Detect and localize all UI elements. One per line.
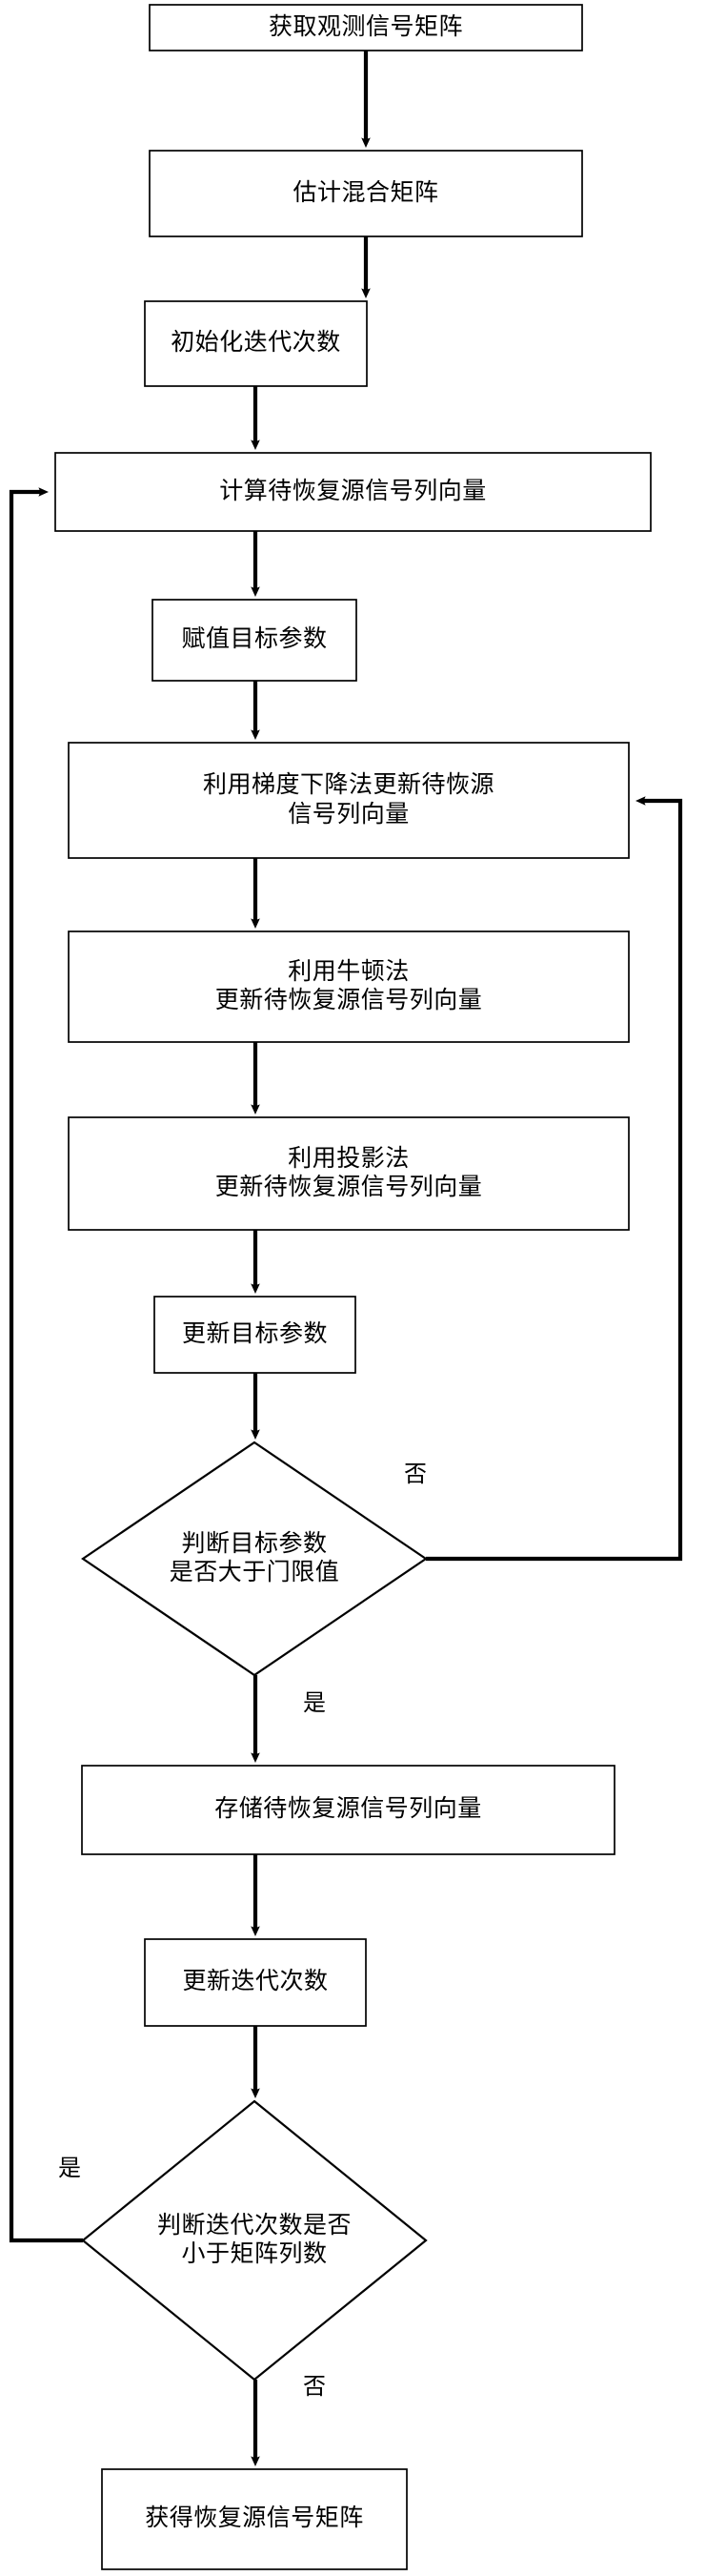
node-shape-n7: [68, 930, 630, 1043]
node-shape-n6: [68, 742, 630, 859]
node-shape-n12: [101, 2468, 408, 2570]
node-shape-n9: [153, 1296, 356, 1374]
connectors: [9, 51, 683, 2467]
node-shape-n3: [144, 300, 368, 387]
node-shape-n10: [81, 1765, 615, 1855]
node-shape-n1: [149, 4, 583, 51]
edge-label-yes-iteration: 是: [58, 2157, 81, 2181]
edge-d1-n6-no: [426, 796, 683, 1562]
node-shape-d2: [81, 2099, 428, 2382]
node-shape-n2: [149, 150, 583, 237]
edge-label-no-iteration: 否: [303, 2375, 326, 2400]
edge-label-yes-threshold: 是: [303, 1691, 326, 1716]
edge-label-no-threshold: 否: [404, 1462, 427, 1487]
node-shape-n5: [151, 599, 357, 682]
node-shapes: [54, 4, 652, 2570]
node-shape-n11: [144, 1938, 367, 2027]
node-shape-n4: [54, 452, 652, 532]
node-shape-d1: [81, 1441, 428, 1677]
edge-d2-n4-yes: [9, 487, 83, 2243]
node-shape-n8: [68, 1116, 630, 1231]
